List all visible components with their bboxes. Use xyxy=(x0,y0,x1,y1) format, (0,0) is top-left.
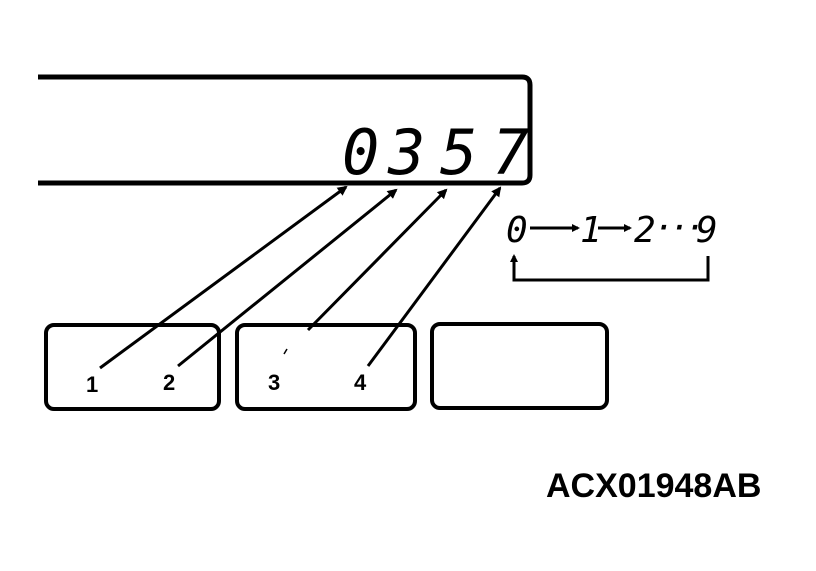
tick-mark xyxy=(283,348,288,355)
display-digit-3: 5 xyxy=(440,116,477,189)
arrow-label-3-to-digit-3 xyxy=(306,188,448,332)
display-digit-1: 0 xyxy=(342,116,379,189)
display-panel xyxy=(38,74,533,186)
button-label-4: 4 xyxy=(354,370,367,395)
digit-sequence: 0 1 2 ··· 9 xyxy=(506,210,718,282)
sequence-value-9: 9 xyxy=(696,210,718,251)
arrow-label-1-to-digit-1 xyxy=(99,185,348,370)
arrow-label-4-to-digit-4 xyxy=(366,186,502,367)
button-1[interactable] xyxy=(44,323,221,411)
sequence-ellipsis: ··· xyxy=(656,213,703,243)
sequence-value-1: 1 xyxy=(580,210,602,251)
figure-code: ACX01948AB xyxy=(546,467,761,505)
button-label-2: 2 xyxy=(163,370,175,395)
arrow-label-2-to-digit-2 xyxy=(177,188,398,368)
sequence-value-0: 0 xyxy=(506,210,528,251)
button-label-1: 1 xyxy=(86,372,98,397)
button-2[interactable] xyxy=(235,323,417,411)
display-digit-2: 3 xyxy=(387,116,425,189)
button-3[interactable] xyxy=(430,322,609,410)
display-digits: 0 3 5 7 xyxy=(342,116,529,189)
display-digit-4: 7 xyxy=(492,116,529,189)
sequence-return-loop xyxy=(510,254,710,282)
sequence-value-2: 2 xyxy=(634,210,656,251)
button-label-3: 3 xyxy=(268,370,280,395)
